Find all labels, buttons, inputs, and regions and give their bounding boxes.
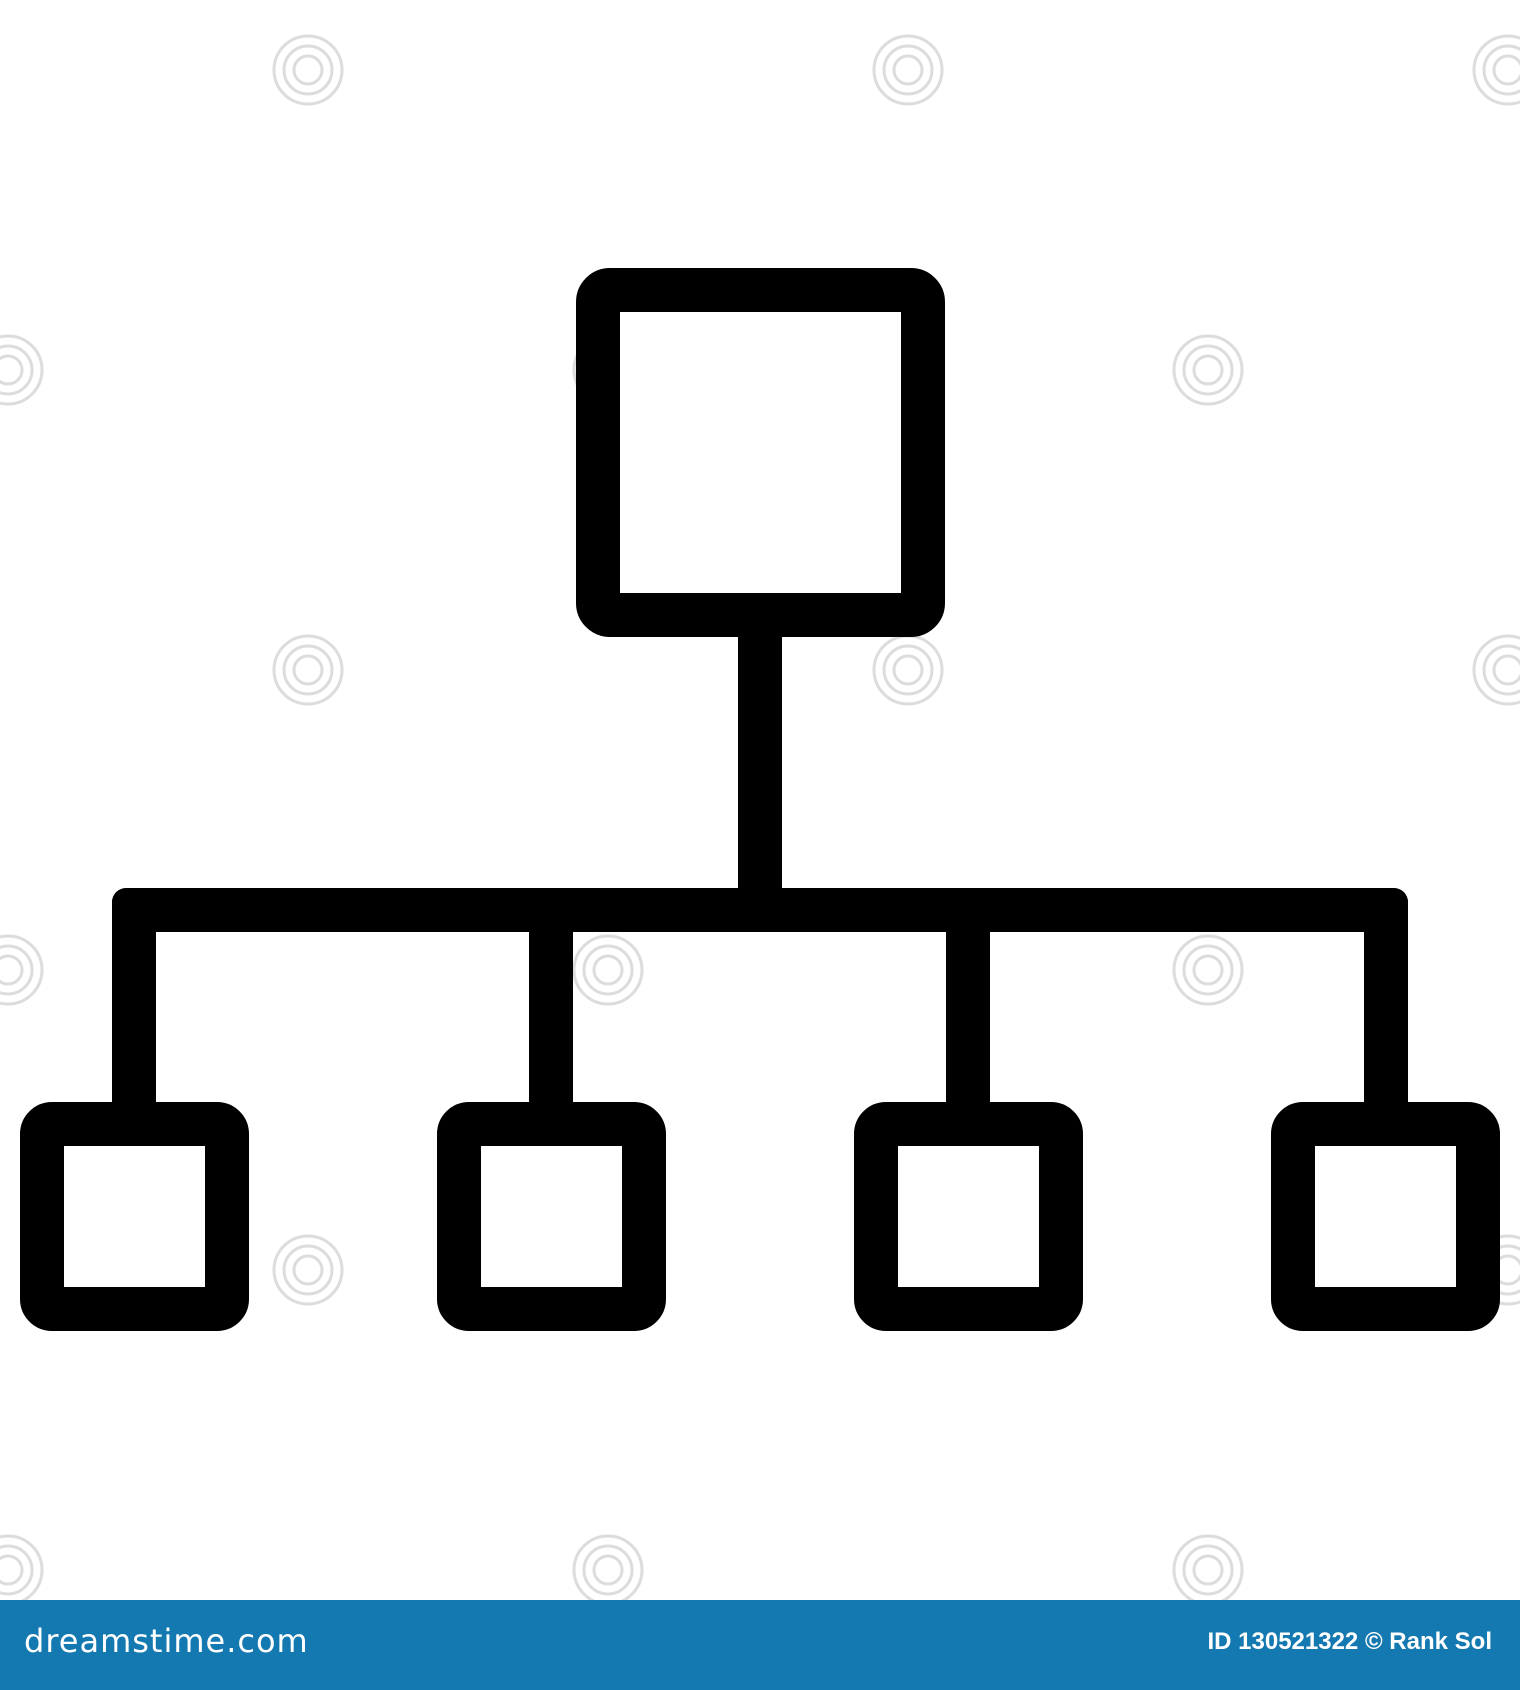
spiral-watermark-icon bbox=[872, 34, 944, 106]
footer-bar: dreamstime.com ID 130521322 © Rank Sol bbox=[0, 1600, 1520, 1690]
child-node-4 bbox=[1271, 1102, 1500, 1331]
child-node-1 bbox=[20, 1102, 249, 1331]
spiral-watermark-icon bbox=[872, 634, 944, 706]
spiral-watermark-icon bbox=[1172, 334, 1244, 406]
spiral-watermark-icon bbox=[572, 934, 644, 1006]
root-node bbox=[576, 268, 945, 637]
drop-line-3 bbox=[946, 900, 990, 1110]
spiral-watermark-icon bbox=[0, 334, 44, 406]
spiral-watermark-icon bbox=[1472, 634, 1520, 706]
drop-line-1 bbox=[112, 900, 156, 1110]
spiral-watermark-icon bbox=[272, 1234, 344, 1306]
child-node-3 bbox=[854, 1102, 1083, 1331]
spiral-watermark-icon bbox=[1172, 934, 1244, 1006]
connector-lines bbox=[112, 632, 1408, 1110]
child-node-2 bbox=[437, 1102, 666, 1331]
root-stem-line bbox=[738, 632, 782, 894]
spiral-watermark-icon bbox=[1472, 34, 1520, 106]
drop-line-2 bbox=[529, 900, 573, 1110]
spiral-watermark-icon bbox=[272, 34, 344, 106]
spiral-watermark-icon bbox=[0, 934, 44, 1006]
brand-logo-text: dreamstime.com bbox=[24, 1622, 309, 1660]
spiral-watermark-icon bbox=[0, 1534, 44, 1600]
spiral-watermark-icon bbox=[1172, 1534, 1244, 1600]
image-credit: ID 130521322 © Rank Sol bbox=[1207, 1628, 1492, 1655]
spiral-watermark-icon bbox=[272, 634, 344, 706]
drop-line-4 bbox=[1364, 900, 1408, 1110]
spiral-watermark-icon bbox=[572, 1534, 644, 1600]
horizontal-bus-line bbox=[112, 888, 1408, 932]
node-boxes bbox=[20, 268, 1500, 1331]
hierarchy-diagram bbox=[0, 34, 1520, 1600]
watermark-layer bbox=[0, 34, 1520, 1600]
